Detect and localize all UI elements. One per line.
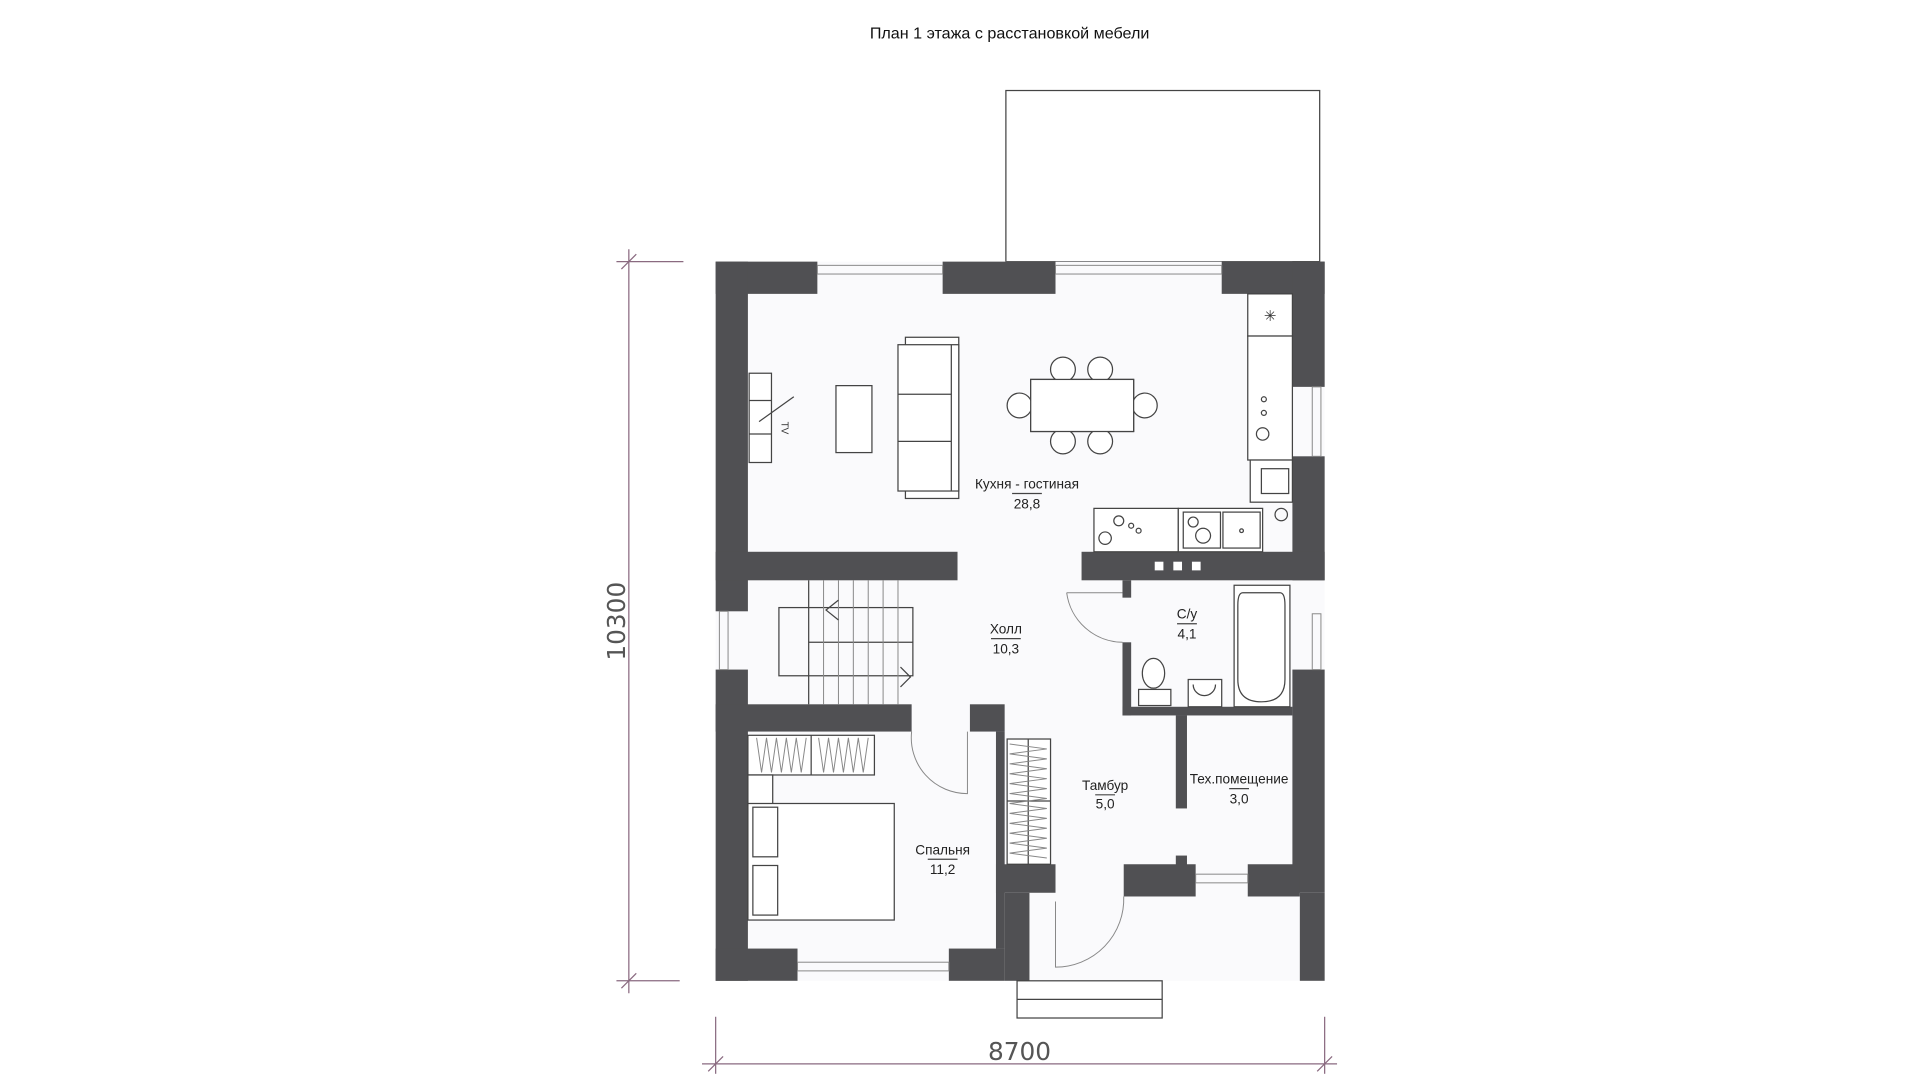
tv-stand: TV — [748, 372, 795, 464]
svg-text:4,1: 4,1 — [1177, 627, 1196, 642]
plan-title: План 1 этажа с расстановкой мебели — [870, 24, 1150, 42]
dining-set — [1006, 356, 1158, 455]
entrance-steps — [1016, 980, 1163, 1019]
svg-text:8700: 8700 — [988, 1037, 1051, 1066]
room-label-bathroom: С/у 4,1 — [1177, 607, 1198, 642]
svg-text:3,0: 3,0 — [1230, 791, 1249, 806]
wardrobe-vestibule — [1006, 738, 1052, 865]
room-label-kitchen-living: Кухня - гостиная 28,8 — [975, 477, 1079, 512]
svg-text:Тамбур: Тамбур — [1082, 778, 1128, 793]
dimension-height: 10300 — [602, 249, 684, 994]
sofa — [897, 336, 960, 500]
svg-text:Тех.помещение: Тех.помещение — [1190, 772, 1289, 787]
svg-text:28,8: 28,8 — [1014, 496, 1041, 511]
svg-text:10,3: 10,3 — [993, 641, 1020, 656]
room-label-vestibule: Тамбур 5,0 — [1082, 778, 1128, 812]
staircase — [778, 580, 914, 705]
svg-text:11,2: 11,2 — [930, 862, 956, 877]
kitchen-counter: ✳ — [1093, 293, 1294, 553]
walls — [715, 261, 1325, 981]
svg-text:5,0: 5,0 — [1096, 796, 1115, 811]
svg-text:Кухня - гостиная: Кухня - гостиная — [975, 477, 1079, 492]
wardrobe-bedroom — [747, 734, 876, 776]
svg-text:✳: ✳ — [1264, 309, 1276, 325]
room-label-hall: Холл 10,3 — [990, 622, 1022, 657]
dimension-width: 8700 — [702, 1016, 1338, 1074]
terrace — [1005, 89, 1321, 263]
vent-openings — [1154, 561, 1201, 571]
doors — [910, 592, 1125, 968]
room-label-bedroom: Спальня 11,2 — [915, 842, 970, 877]
room-label-utility: Тех.помещение 3,0 — [1190, 772, 1289, 807]
windows — [718, 264, 1322, 972]
svg-text:10300: 10300 — [602, 582, 631, 661]
tv-label: TV — [778, 422, 789, 435]
svg-text:Холл: Холл — [990, 622, 1022, 637]
bed — [747, 774, 895, 921]
svg-text:С/у: С/у — [1177, 607, 1198, 622]
coffee-table — [835, 385, 873, 454]
bathroom-fixtures — [1137, 584, 1291, 708]
svg-text:Спальня: Спальня — [915, 842, 970, 857]
